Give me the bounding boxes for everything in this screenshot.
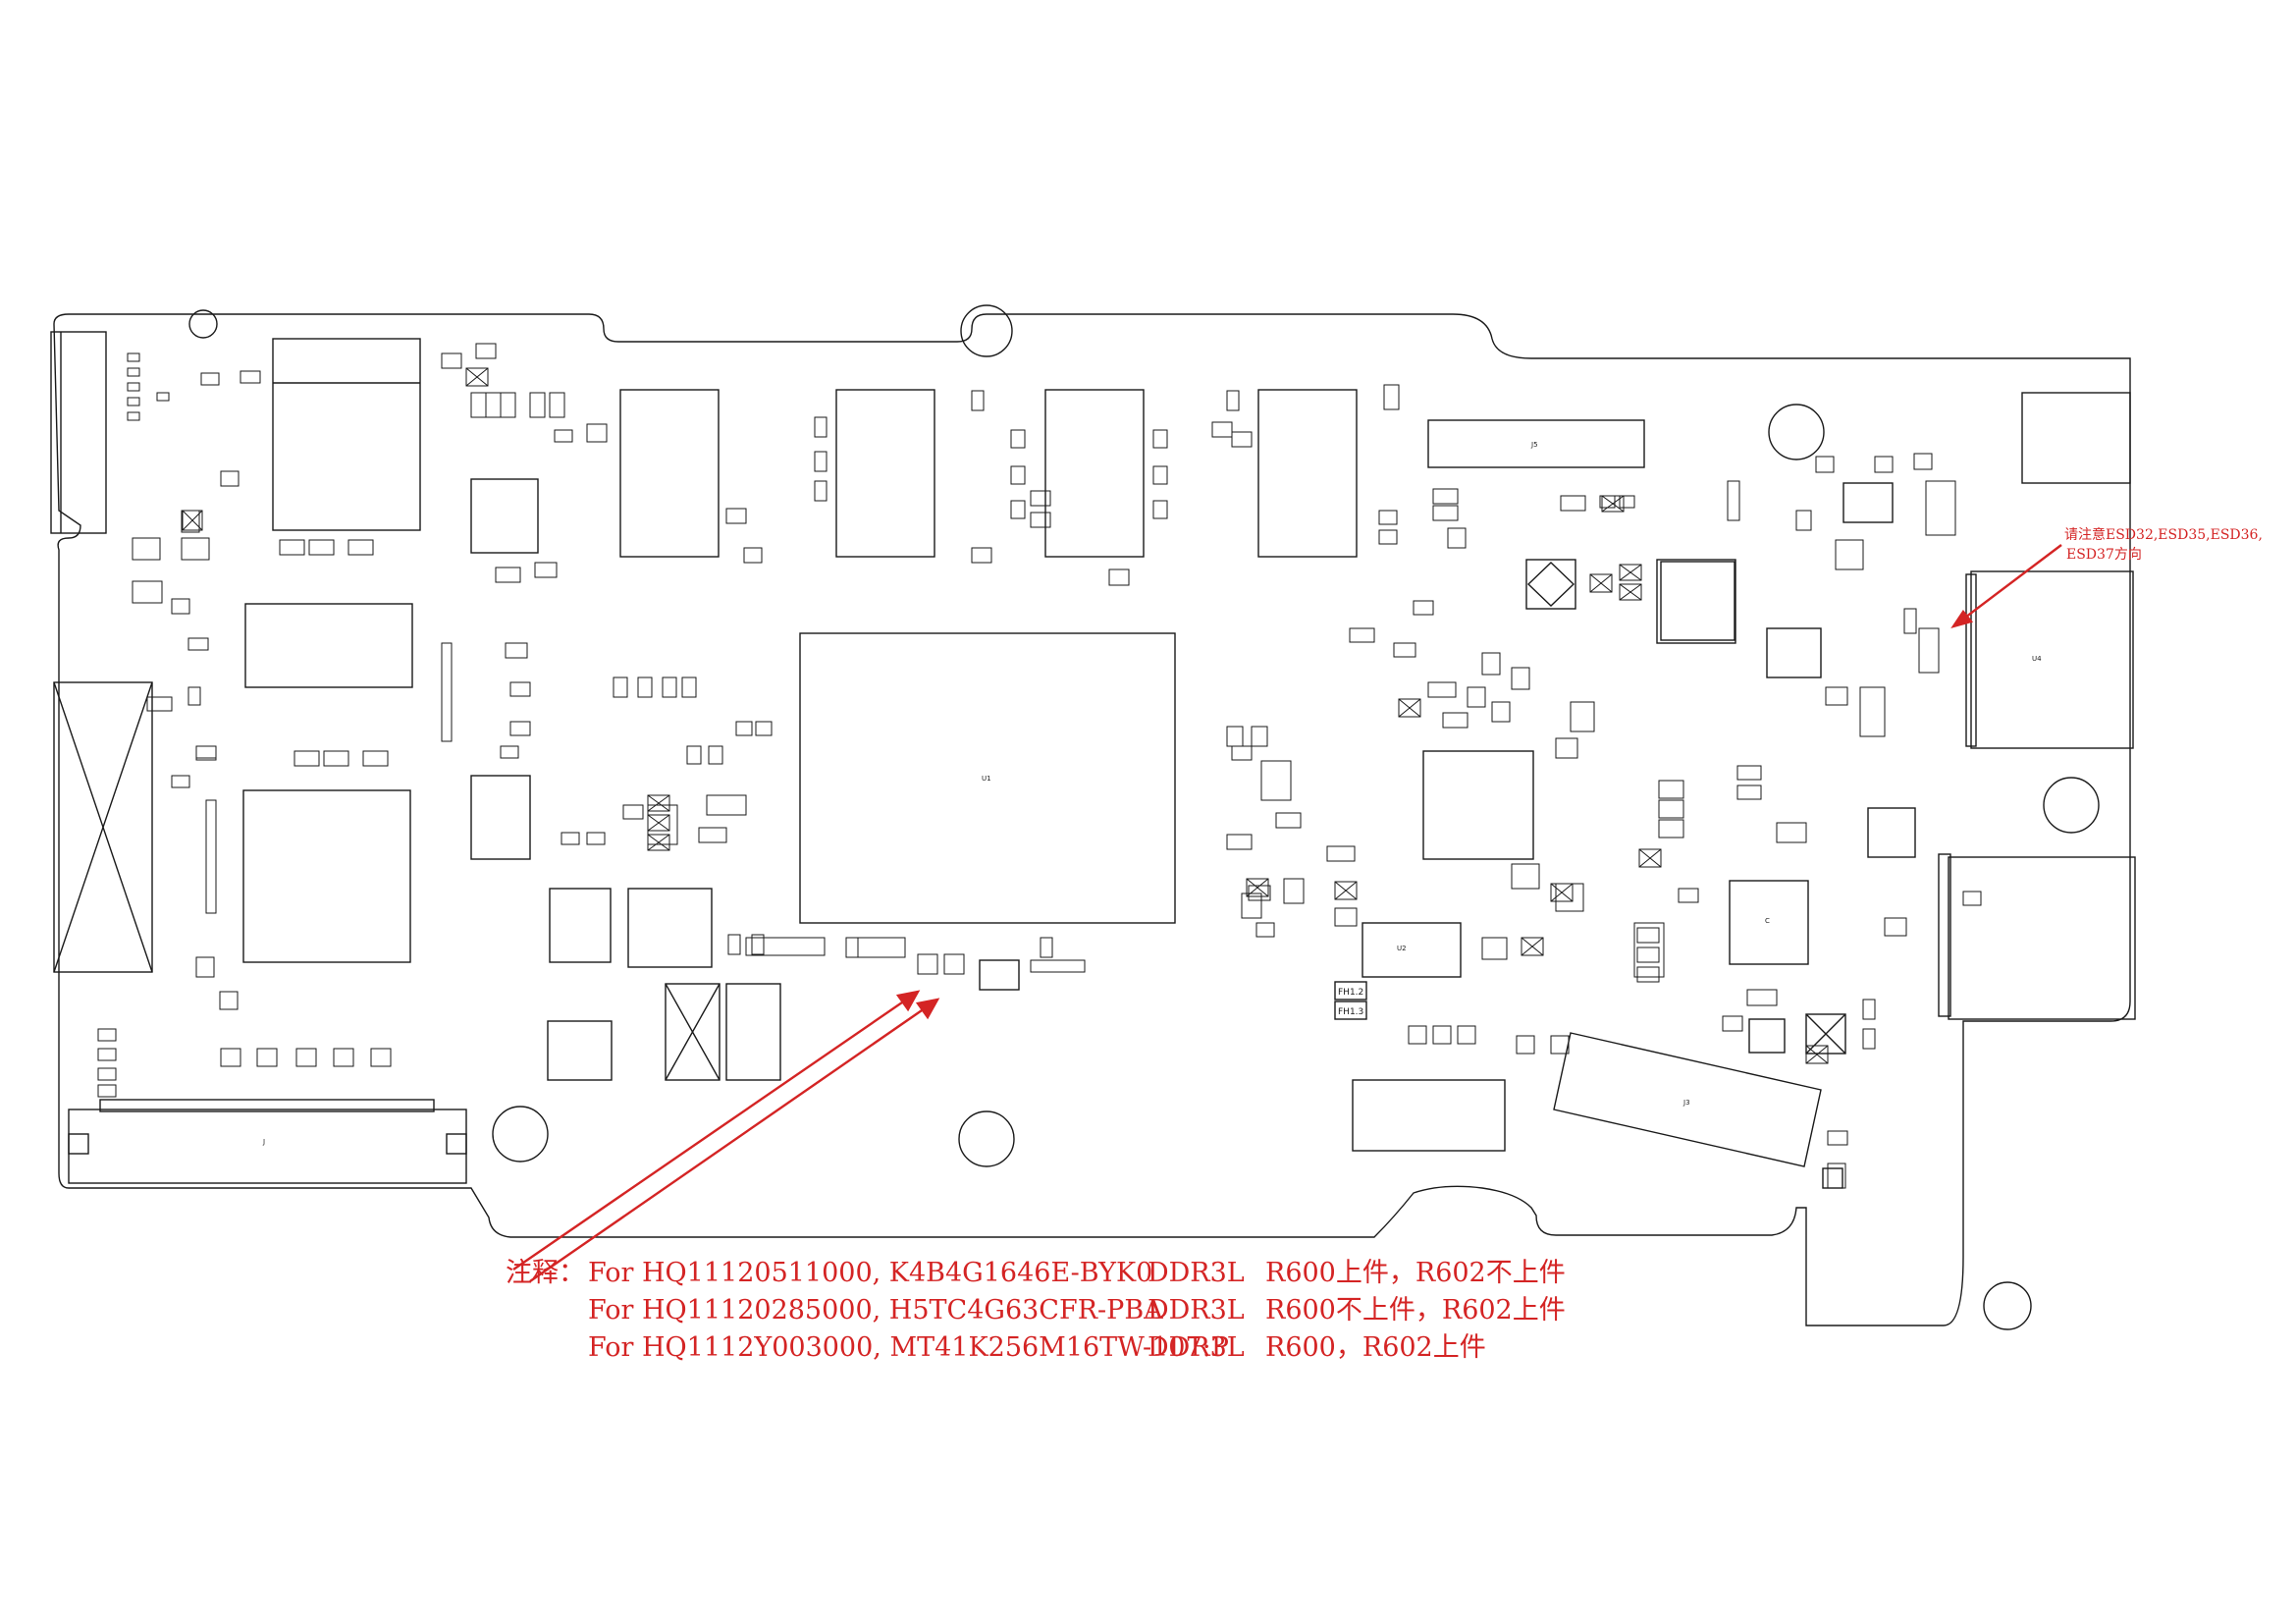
mount-hole-bottom-left (492, 1106, 549, 1163)
mount-hole-right (2043, 777, 2100, 834)
mount-hole-top-right (1768, 404, 1825, 460)
note-resistor-config: R600上件，R602不上件 (1265, 1258, 1566, 1288)
ic-c (1729, 880, 1809, 965)
ic-u3 (1867, 807, 1916, 858)
fiducial-fh2 (1334, 1001, 1367, 1020)
note-memory-type: DDR3L (1148, 1295, 1245, 1325)
note-resistor-config: R600，R602上件 (1265, 1332, 1486, 1363)
ddr-chip-1 (619, 389, 720, 558)
crossed-components (182, 367, 1829, 1064)
usb-connector-top (1970, 570, 2134, 749)
note-row: For HQ11120511000, K4B4G1646E-BYK0 DDR3L… (588, 1255, 1668, 1292)
note-memory-type: DDR3L (1148, 1332, 1245, 1363)
ic-diamond (1525, 559, 1576, 610)
ddr-chip-3 (1044, 389, 1145, 558)
note-row: For HQ11120285000, H5TC4G63CFR-PBA DDR3L… (588, 1292, 1668, 1329)
label-c: C (1765, 917, 1770, 925)
label-u4: U4 (2032, 655, 2042, 663)
label-j5: J5 (1530, 441, 1538, 449)
component-labels: U1 U2 U4 C J J3 J5 (262, 441, 2042, 1146)
component-j1 (1352, 1079, 1506, 1152)
audio-jack (2021, 392, 2131, 484)
note-prefix: 注释： (506, 1258, 585, 1288)
note-row: For HQ1112Y003000, MT41K256M16TW-107:P D… (588, 1329, 1668, 1367)
label-fh1: FH1.2 (1338, 988, 1363, 998)
main-soc (799, 632, 1176, 924)
note-resistor-config: R600不上件，R602上件 (1265, 1295, 1566, 1325)
pad-row-bottom-left (99, 1099, 435, 1112)
label-u2: U2 (1397, 945, 1407, 952)
mount-hole-top-left (188, 309, 218, 339)
ic-u11 (470, 775, 531, 860)
label-j3: J3 (1682, 1099, 1690, 1107)
ic-u2 (1362, 922, 1462, 978)
ic-left-middle (244, 603, 413, 688)
esd-direction-note: 请注意ESD32,ESD35,ESD36, ESD37方向 (2064, 525, 2263, 565)
ic-pmu-right (627, 888, 713, 968)
inductor-l1 (1656, 559, 1736, 644)
note-model: For HQ1112Y003000, MT41K256M16TW-107:P (588, 1332, 1229, 1363)
ic-top-left (272, 338, 421, 531)
inductor-bottom-left (665, 983, 721, 1081)
ic-left-bga (242, 789, 411, 963)
ic-q2 (1842, 482, 1894, 523)
label-j: J (262, 1138, 265, 1146)
mount-hole-bottom-right (1983, 1281, 2032, 1330)
note-memory-type: DDR3L (1148, 1258, 1245, 1288)
label-fh2: FH1.3 (1338, 1007, 1363, 1017)
ddr-chip-4 (1257, 389, 1358, 558)
connector-j5 (1427, 419, 1645, 468)
fiducial-fh1 (1334, 981, 1367, 1001)
hinge-area-marker (53, 681, 153, 973)
note-model: For HQ11120511000, K4B4G1646E-BYK0 (588, 1258, 1153, 1288)
inductor-l2 (470, 478, 539, 554)
board-outline (53, 313, 2131, 1326)
ic-y1 (979, 959, 1020, 991)
bottom-left-connector (68, 1109, 467, 1184)
inductor-bottom-right (725, 983, 781, 1081)
esd-note-line-1: 请注意ESD32,ESD35,ESD36, (2064, 527, 2263, 543)
note-model: For HQ11120285000, H5TC4G63CFR-PBA (588, 1295, 1163, 1325)
esd-note-line-2: ESD37方向 (2066, 547, 2142, 563)
ic-u5 (1422, 750, 1534, 860)
fiducial-labels: FH1.2 FH1.3 (1338, 988, 1363, 1017)
label-u1: U1 (982, 775, 991, 783)
usb-connector-bottom (1948, 856, 2136, 1020)
left-edge-connector (50, 331, 107, 534)
ic-bottom-small (547, 1020, 613, 1081)
ic-u6 (1766, 627, 1822, 678)
annotation-arrows (512, 544, 2062, 1282)
mount-hole-bottom-middle (958, 1110, 1015, 1167)
connector-j3 (1553, 1032, 1822, 1167)
ic-small-right (1805, 1013, 1846, 1055)
ic-pmu-left (549, 888, 612, 963)
mount-hole-top-middle (960, 304, 1013, 357)
ddr-chip-2 (835, 389, 935, 558)
passive-components (97, 343, 1982, 1189)
